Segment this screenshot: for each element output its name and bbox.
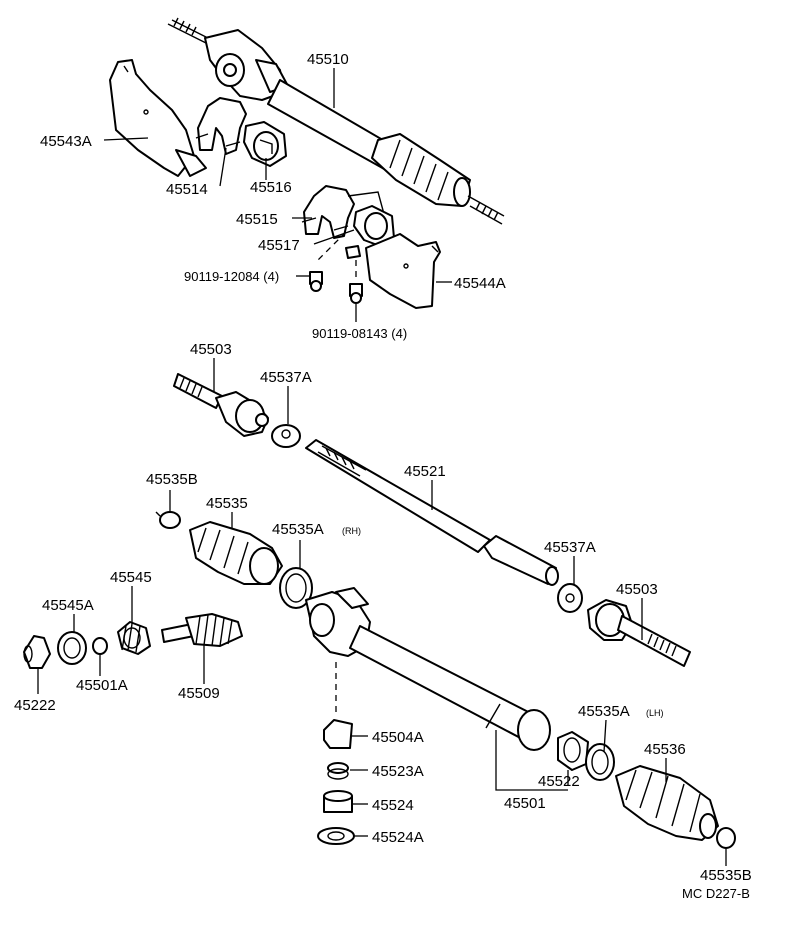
tie-rod-end-45503-right xyxy=(587,599,691,667)
label-90119-08143: 90119-08143 (4) xyxy=(312,326,407,341)
ring-45501A xyxy=(92,637,108,655)
plug-45524 xyxy=(323,790,353,813)
label-45535A-rh: 45535A xyxy=(272,521,324,538)
bolt-90119-08143 xyxy=(349,260,363,304)
label-45536: 45536 xyxy=(644,741,686,758)
leader-lines xyxy=(37,68,727,866)
label-45535A-lh: 45535A xyxy=(578,703,630,720)
label-45517: 45517 xyxy=(258,237,300,254)
label-45222: 45222 xyxy=(14,697,56,714)
part-labels: 45510 45543A 45514 45516 45515 45517 901… xyxy=(14,51,752,901)
bushing-45517 xyxy=(353,205,395,247)
washer-45537A-top xyxy=(271,424,301,448)
guide-45504A xyxy=(323,662,353,749)
seal-45545 xyxy=(117,621,151,655)
label-45504A: 45504A xyxy=(372,729,424,746)
nut-45524A xyxy=(317,827,355,845)
label-45523A: 45523A xyxy=(372,763,424,780)
label-45516: 45516 xyxy=(250,179,292,196)
label-45522: 45522 xyxy=(538,773,580,790)
steering-rack-assembly-top xyxy=(167,17,505,225)
label-45544A: 45544A xyxy=(454,275,506,292)
label-45503-right: 45503 xyxy=(616,581,658,598)
label-45545: 45545 xyxy=(110,569,152,586)
label-45535B-bottom: 45535B xyxy=(700,867,752,884)
label-45537A-top: 45537A xyxy=(260,369,312,386)
label-45501: 45501 xyxy=(504,795,546,812)
label-45509: 45509 xyxy=(178,685,220,702)
label-90119-12084: 90119-12084 (4) xyxy=(184,269,279,284)
boot-45536 xyxy=(615,765,719,841)
spring-45523A xyxy=(327,762,349,780)
bracket-45544A xyxy=(345,233,441,309)
label-45535: 45535 xyxy=(206,495,248,512)
clamp-45535A-lh xyxy=(585,743,615,781)
clamp-45515 xyxy=(301,185,385,239)
label-rh-tag: (RH) xyxy=(342,526,361,536)
label-45537A-right: 45537A xyxy=(544,539,596,556)
label-45543A: 45543A xyxy=(40,133,92,150)
label-lh-tag: (LH) xyxy=(646,708,664,718)
cover-45222 xyxy=(23,635,51,669)
pinion-45509 xyxy=(161,613,243,647)
bearing-45545A xyxy=(57,631,87,665)
clip-45535B-bottom xyxy=(716,827,736,849)
bushing-45522 xyxy=(557,731,589,771)
clamp-45514 xyxy=(195,97,247,155)
label-45514: 45514 xyxy=(166,181,208,198)
diagram-code: MC D227-B xyxy=(682,886,750,901)
rack-bar-45521 xyxy=(305,439,559,586)
bracket-45543A xyxy=(109,59,207,177)
label-45510: 45510 xyxy=(307,51,349,68)
housing-45501 xyxy=(305,587,551,751)
label-45503-left: 45503 xyxy=(190,341,232,358)
label-45515: 45515 xyxy=(236,211,278,228)
bushing-45516 xyxy=(243,121,287,167)
label-45524A: 45524A xyxy=(372,829,424,846)
label-45524: 45524 xyxy=(372,797,414,814)
tie-rod-end-45503-left xyxy=(173,373,269,437)
label-45545A: 45545A xyxy=(42,597,94,614)
washer-45537A-right xyxy=(557,583,583,613)
bolt-90119-12084 xyxy=(309,231,347,292)
clip-45535B-top xyxy=(155,511,181,529)
boot-45535 xyxy=(189,521,283,585)
label-45535B-top: 45535B xyxy=(146,471,198,488)
clamp-45535A-rh xyxy=(279,567,313,609)
label-45501A: 45501A xyxy=(76,677,128,694)
label-45521: 45521 xyxy=(404,463,446,480)
